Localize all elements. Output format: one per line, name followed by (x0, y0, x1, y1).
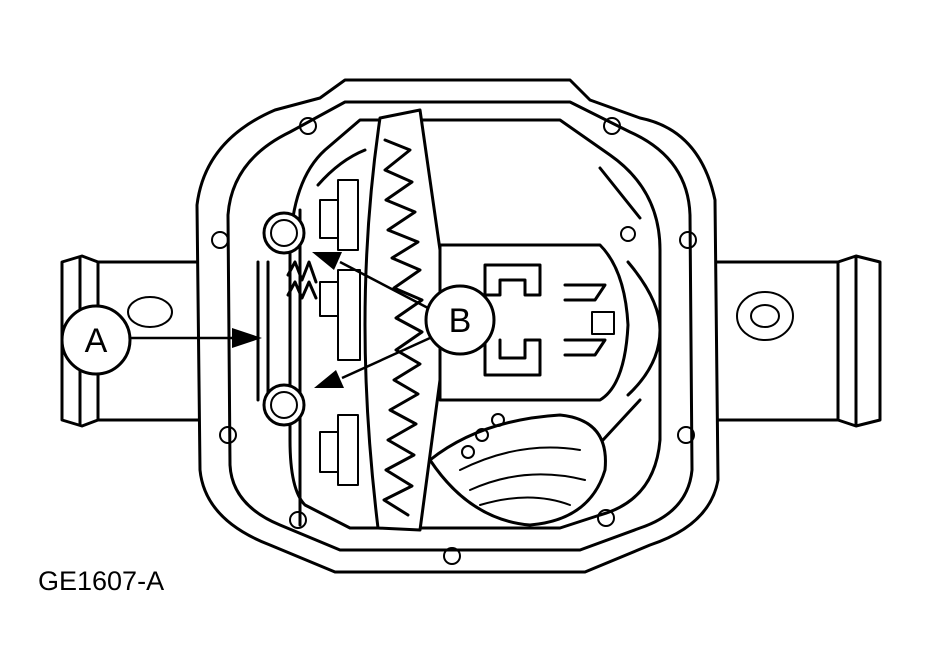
left-bearing-cap (256, 148, 367, 527)
callout-a-label: A (85, 322, 108, 360)
housing-inner-rim (226, 100, 694, 552)
figure-code: GE1607-A (38, 566, 165, 596)
callout-b-bubble (424, 284, 496, 356)
callout-a: A (60, 304, 262, 376)
shim-stack (262, 211, 318, 427)
callout-b: B (312, 252, 496, 388)
carrier-case (438, 166, 662, 442)
arrowhead-a (232, 328, 262, 348)
callout-a-bubble (60, 304, 132, 376)
arrowhead-b-lower (314, 370, 344, 388)
right-axle-tube (712, 254, 882, 428)
callout-b-label: B (449, 302, 472, 340)
interior-cavity (288, 118, 662, 530)
bolt-holes (211, 117, 697, 565)
ring-gear (363, 108, 442, 532)
leader-line-b-upper (339, 260, 429, 310)
leader-line-b-lower (341, 336, 431, 380)
arrowhead-b-upper (312, 252, 342, 270)
pinion-gear (428, 413, 607, 527)
